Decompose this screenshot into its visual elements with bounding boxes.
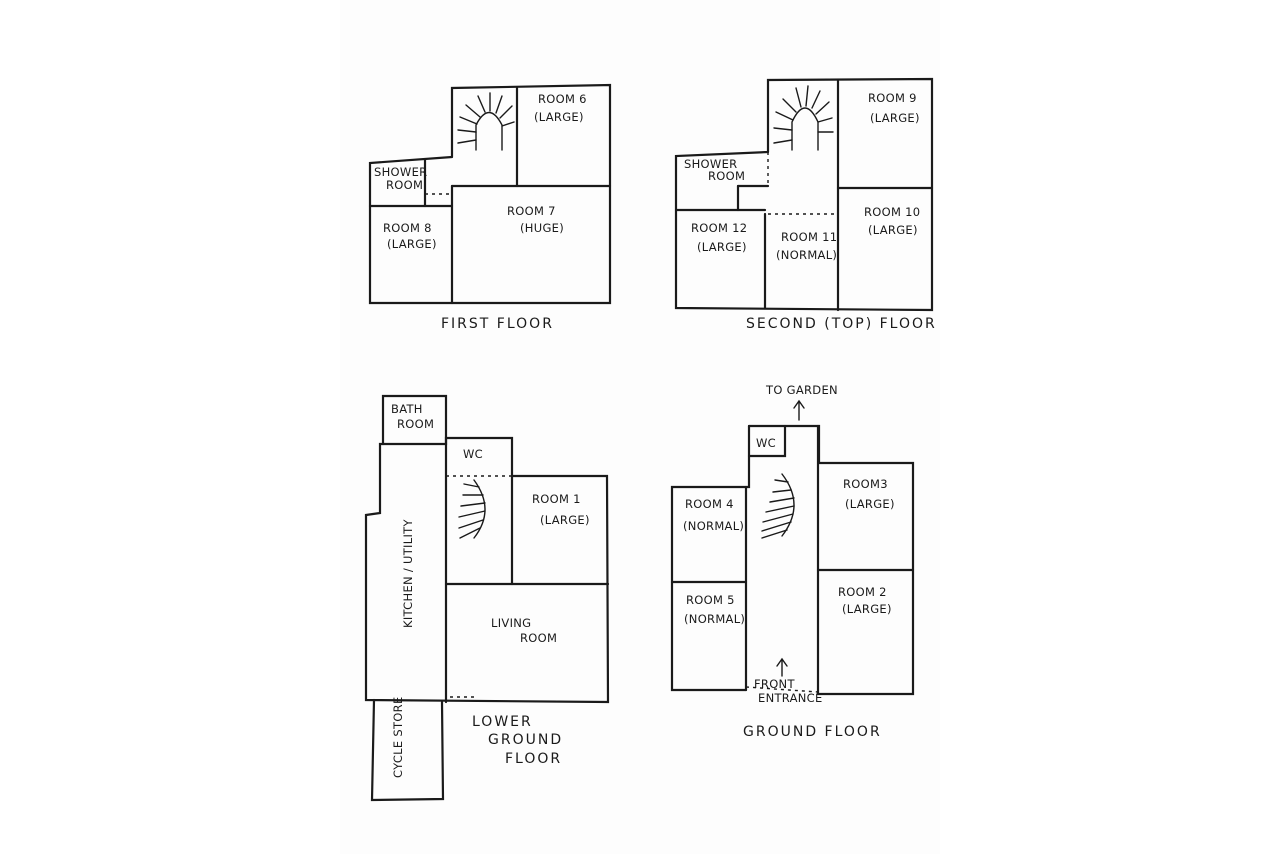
room-12: ROOM 12 (LARGE) — [691, 221, 747, 254]
room-8-size: (LARGE) — [387, 237, 437, 251]
ground-floor-walls — [670, 424, 915, 696]
lower-ground-staircase — [458, 479, 486, 539]
room-5: ROOM 5 (NORMAL) — [684, 593, 745, 626]
ground-floor-wc: WC — [756, 436, 776, 450]
second-floor-title: SECOND (TOP) FLOOR — [746, 316, 937, 332]
room-5-size: (NORMAL) — [684, 612, 745, 626]
ground-floor-staircase — [761, 473, 795, 539]
room-5-name: ROOM 5 — [686, 593, 735, 607]
first-floor-shower-room: SHOWER ROOM — [374, 165, 427, 192]
second-floor-openings — [767, 150, 839, 215]
to-garden-arrow-icon — [793, 399, 805, 421]
room-8-name: ROOM 8 — [383, 221, 432, 235]
lower-ground-wc: WC — [463, 447, 483, 461]
lower-ground-openings — [445, 475, 513, 698]
shower-room-line2: ROOM — [386, 178, 423, 192]
paper-sheet — [340, 0, 940, 854]
lower-ground-walls — [364, 394, 610, 802]
lower-ground-title-line3: FLOOR — [505, 751, 562, 767]
second-floor-staircase — [773, 85, 834, 151]
bath-room: BATH ROOM — [391, 402, 434, 431]
room-3-name: ROOM3 — [843, 477, 888, 491]
room-1-name: ROOM 1 — [532, 492, 581, 506]
room-10-size: (LARGE) — [868, 223, 918, 237]
room-3-size: (LARGE) — [845, 497, 895, 511]
room-7-name: ROOM 7 — [507, 204, 556, 218]
living-room-line1: LIVING — [491, 616, 531, 630]
room-9-size: (LARGE) — [870, 111, 920, 125]
room-3: ROOM3 (LARGE) — [843, 477, 895, 511]
room-4: ROOM 4 (NORMAL) — [683, 497, 744, 533]
room-4-name: ROOM 4 — [685, 497, 734, 511]
room-9: ROOM 9 (LARGE) — [868, 91, 920, 125]
ground-floor-plan: WC TO GARDEN ROOM3 (LARGE) ROOM 4 (NORMA… — [670, 383, 915, 740]
second-floor-walls — [674, 77, 934, 312]
to-garden-label: TO GARDEN — [765, 383, 838, 397]
room-8: ROOM 8 (LARGE) — [383, 221, 437, 251]
entrance-arrow-icon — [776, 657, 788, 677]
room-11: ROOM 11 (NORMAL) — [776, 230, 837, 262]
shower-room-line2: ROOM — [708, 169, 745, 183]
second-floor-shower-room: SHOWER ROOM — [684, 157, 745, 183]
ground-floor-title: GROUND FLOOR — [743, 724, 882, 740]
room-6-size: (LARGE) — [534, 110, 584, 124]
bath-room-line2: ROOM — [397, 417, 434, 431]
first-floor-title: FIRST FLOOR — [441, 316, 554, 332]
room-10-name: ROOM 10 — [864, 205, 920, 219]
living-room-line2: ROOM — [520, 631, 557, 645]
lower-ground-floor-plan: BATH ROOM WC ROOM 1 (LARGE) KITCHEN / UT… — [364, 394, 610, 802]
first-floor-staircase — [457, 92, 515, 151]
first-floor-openings — [425, 150, 518, 195]
shower-room-line1: SHOWER — [684, 157, 737, 171]
cycle-store-label: CYCLE STORE — [391, 696, 405, 778]
bath-room-line1: BATH — [391, 402, 423, 416]
kitchen-utility-label: KITCHEN / UTILITY — [401, 519, 415, 628]
lower-ground-title: LOWER GROUND FLOOR — [472, 714, 563, 767]
room-11-size: (NORMAL) — [776, 248, 837, 262]
lower-ground-title-line1: LOWER — [472, 714, 533, 730]
room-7-size: (HUGE) — [520, 221, 564, 235]
lower-ground-title-line2: GROUND — [488, 732, 563, 748]
room-12-name: ROOM 12 — [691, 221, 747, 235]
to-garden: TO GARDEN — [765, 383, 838, 421]
second-floor-plan: ROOM 9 (LARGE) SHOWER ROOM ROOM 10 (LARG… — [674, 77, 937, 332]
room-2-name: ROOM 2 — [838, 585, 887, 599]
front-entrance-line2: ENTRANCE — [758, 691, 823, 705]
living-room: LIVING ROOM — [491, 616, 557, 645]
room-6: ROOM 6 (LARGE) — [534, 92, 587, 124]
room-7: ROOM 7 (HUGE) — [507, 204, 564, 235]
room-11-name: ROOM 11 — [781, 230, 837, 244]
room-6-name: ROOM 6 — [538, 92, 587, 106]
shower-room-line1: SHOWER — [374, 165, 427, 179]
first-floor-plan: ROOM 6 (LARGE) SHOWER ROOM ROOM 7 (HUGE)… — [368, 83, 612, 332]
room-12-size: (LARGE) — [697, 240, 747, 254]
room-2: ROOM 2 (LARGE) — [838, 585, 892, 616]
front-entrance: FRONT ENTRANCE — [754, 657, 823, 705]
room-9-name: ROOM 9 — [868, 91, 917, 105]
front-entrance-line1: FRONT — [754, 677, 795, 691]
room-1: ROOM 1 (LARGE) — [532, 492, 590, 527]
room-4-size: (NORMAL) — [683, 519, 744, 533]
ground-floor-openings — [745, 540, 819, 693]
room-1-size: (LARGE) — [540, 513, 590, 527]
room-10: ROOM 10 (LARGE) — [864, 205, 920, 237]
room-2-size: (LARGE) — [842, 602, 892, 616]
